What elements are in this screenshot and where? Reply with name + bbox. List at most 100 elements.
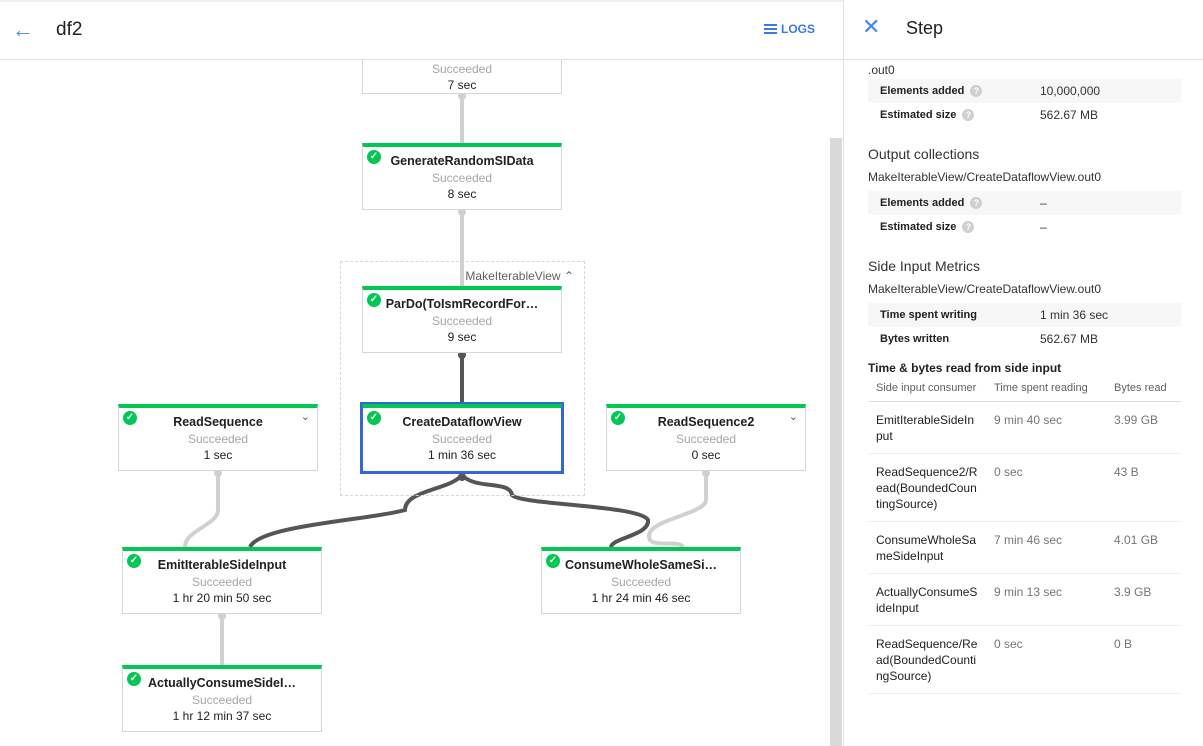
check-circle-icon: ✓ xyxy=(546,554,560,568)
cell-consumer: ReadSequence/Read(BoundedCountingSource) xyxy=(868,625,986,694)
list-icon xyxy=(764,24,777,34)
node-status: Succeeded xyxy=(431,62,493,76)
node-time: 1 min 36 sec xyxy=(427,448,497,462)
metric-label: Estimated size xyxy=(880,221,957,233)
metric-value: – xyxy=(1040,220,1047,234)
check-circle-icon: ✓ xyxy=(127,554,141,568)
cell-consumer: ActuallyConsumeSideInput xyxy=(868,573,986,626)
table-row: ReadSequence2/Read(BoundedCountingSource… xyxy=(868,453,1181,522)
step-panel: .out0 Elements added?10,000,000 Estimate… xyxy=(843,0,1203,746)
node-status: Succeeded xyxy=(675,432,737,446)
logs-button[interactable]: LOGS xyxy=(764,22,815,36)
cell-consumer: ReadSequence2/Read(BoundedCountingSource… xyxy=(868,453,986,522)
help-icon[interactable]: ? xyxy=(970,85,983,97)
output-collections-heading: Output collections xyxy=(868,146,980,162)
cell-time: 7 min 46 sec xyxy=(986,521,1106,574)
node-status: Succeeded xyxy=(431,171,493,185)
column-header: Time spent reading xyxy=(986,379,1106,402)
node-status: Succeeded xyxy=(431,432,493,446)
edge xyxy=(183,471,220,548)
group-collapse-toggle[interactable]: MakeIterableView ⌃ xyxy=(465,269,574,283)
cell-time: 0 sec xyxy=(986,453,1106,522)
check-circle-icon: ✓ xyxy=(367,411,381,425)
metric-label: Bytes written xyxy=(880,333,950,345)
column-header: Side input consumer xyxy=(868,379,986,402)
node-name: ReadSequence xyxy=(173,415,263,429)
cell-time: 0 sec xyxy=(986,625,1106,694)
graph-scrollbar[interactable] xyxy=(830,138,842,746)
back-arrow-icon[interactable]: ← xyxy=(12,17,34,42)
group-make-iterable-view: MakeIterableView ⌃ xyxy=(340,261,585,496)
check-circle-icon: ✓ xyxy=(367,293,381,307)
step-panel-header: ✕ Step xyxy=(844,0,1203,60)
check-circle-icon: ✓ xyxy=(123,411,137,425)
side-input-name: MakeIterableView/CreateDataflowView.out0 xyxy=(868,282,1102,296)
step-panel-content: .out0 Elements added?10,000,000 Estimate… xyxy=(868,60,1181,694)
column-header: Bytes read xyxy=(1106,379,1181,402)
metric-row: Estimated size?562.67 MB xyxy=(868,103,1181,127)
node-name: ActuallyConsumeSideI… xyxy=(148,676,296,690)
logs-label: LOGS xyxy=(781,22,816,36)
edge xyxy=(248,473,464,549)
chevron-down-icon[interactable]: ⌄ xyxy=(300,411,310,423)
node-name: ConsumeWholeSameSi… xyxy=(564,558,718,572)
cell-bytes: 0 B xyxy=(1106,625,1181,694)
metric-row: Estimated size? – xyxy=(868,215,1181,239)
top-bar: ← df2 LOGS xyxy=(0,0,843,60)
metric-label: Estimated size xyxy=(880,109,957,121)
metric-value: 10,000,000 xyxy=(1040,84,1101,98)
metric-row: Elements added?10,000,000 xyxy=(868,79,1181,103)
metric-value: 1 min 36 sec xyxy=(1040,308,1109,322)
metric-row: Bytes written 562.67 MB xyxy=(868,327,1181,351)
node-name: EmitIterableSideInput xyxy=(157,558,287,572)
check-circle-icon: ✓ xyxy=(367,150,381,164)
cell-bytes: 43 B xyxy=(1106,453,1181,522)
cell-time: 9 min 13 sec xyxy=(986,573,1106,626)
node-name: ReadSequence2 xyxy=(657,415,755,429)
node-time: 8 sec xyxy=(447,187,477,201)
cell-bytes: 4.01 GB xyxy=(1106,521,1181,574)
node-status: Succeeded xyxy=(610,575,672,589)
side-input-metrics-heading: Side Input Metrics xyxy=(868,258,981,274)
check-circle-icon: ✓ xyxy=(611,411,625,425)
job-title: df2 xyxy=(56,19,83,40)
node-time: 1 sec xyxy=(203,448,233,462)
node-status: Succeeded xyxy=(191,693,253,707)
metric-value: – xyxy=(1040,196,1047,210)
node-time: 7 sec xyxy=(447,78,477,92)
node-name: CreateDataflowView xyxy=(402,415,522,429)
node-time: 1 hr 20 min 50 sec xyxy=(172,591,272,605)
panel-title: Step xyxy=(906,18,944,38)
check-circle-icon: ✓ xyxy=(127,672,141,686)
cell-bytes: 3.99 GB xyxy=(1106,401,1181,454)
output-collection-name: MakeIterableView/CreateDataflowView.out0 xyxy=(868,170,1102,184)
side-input-read-heading: Time & bytes read from side input xyxy=(868,361,1062,375)
chevron-down-icon[interactable]: ⌄ xyxy=(788,411,798,423)
metric-label: Elements added xyxy=(880,197,965,209)
metric-value: 562.67 MB xyxy=(1040,332,1099,346)
side-input-read-table: Side input consumer Time spent reading B… xyxy=(868,379,1181,694)
help-icon[interactable]: ? xyxy=(962,221,975,233)
close-icon[interactable]: ✕ xyxy=(862,14,881,39)
graph-edges xyxy=(183,92,710,665)
node-name: ParDo(ToIsmRecordFor… xyxy=(385,297,539,311)
help-icon[interactable]: ? xyxy=(962,109,975,121)
group-label: MakeIterableView xyxy=(465,269,561,283)
cell-consumer: ConsumeWholeSameSideInput xyxy=(868,521,986,574)
node-time: 0 sec xyxy=(691,448,721,462)
cell-bytes: 3.9 GB xyxy=(1106,573,1181,626)
help-icon[interactable]: ? xyxy=(970,197,983,209)
